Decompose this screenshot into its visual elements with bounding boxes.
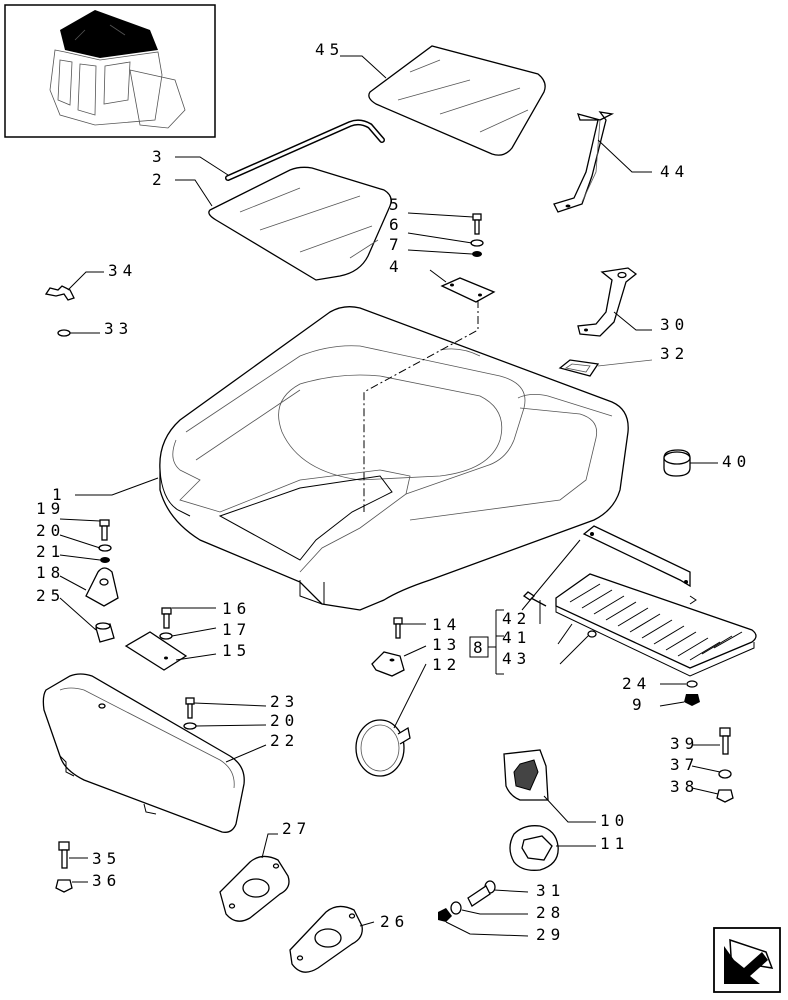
part-15-plate bbox=[124, 631, 188, 671]
part-16-screw bbox=[161, 607, 172, 629]
part-39-screw bbox=[719, 727, 731, 755]
callout-14: 14 bbox=[432, 615, 461, 634]
callout-6: 6 bbox=[389, 215, 404, 234]
callout-30: 30 bbox=[660, 315, 689, 334]
part-23-screw bbox=[185, 697, 195, 719]
part-28-washer bbox=[450, 901, 462, 915]
part-6-washer bbox=[470, 239, 484, 247]
part-4-bracket bbox=[440, 277, 496, 303]
part-35-screw bbox=[58, 841, 70, 869]
part-18-bracket bbox=[85, 567, 119, 607]
part-34-clip bbox=[44, 285, 75, 301]
callout-12: 12 bbox=[432, 655, 461, 674]
part-13-bracket bbox=[371, 651, 405, 677]
callout-31: 31 bbox=[536, 881, 565, 900]
callout-41: 41 bbox=[502, 628, 531, 647]
callout-27: 27 bbox=[282, 819, 311, 838]
part-20-washer-b bbox=[183, 722, 197, 730]
callout-2: 2 bbox=[152, 170, 167, 189]
part-9-nut bbox=[684, 694, 700, 706]
callout-17: 17 bbox=[222, 620, 251, 639]
part-38-nut bbox=[716, 789, 734, 803]
part-12-hose-clamp bbox=[355, 719, 411, 777]
callout-18: 18 bbox=[36, 563, 65, 582]
part-29-nut bbox=[438, 908, 452, 922]
callout-28: 28 bbox=[536, 903, 565, 922]
callout-22: 22 bbox=[270, 731, 299, 750]
callout-21: 21 bbox=[36, 542, 65, 561]
callout-20-right: 20 bbox=[270, 711, 299, 730]
part-30-bracket bbox=[577, 267, 638, 337]
callout-11: 11 bbox=[600, 834, 629, 853]
part-36-nut bbox=[55, 879, 73, 893]
callout-7: 7 bbox=[389, 235, 404, 254]
part-33-washer bbox=[57, 329, 71, 337]
callout-10: 10 bbox=[600, 811, 629, 830]
callout-3: 3 bbox=[152, 147, 167, 166]
part-11-grommet bbox=[509, 825, 559, 871]
part-32-pad bbox=[558, 359, 600, 377]
part-31-screw bbox=[467, 880, 496, 907]
callout-34: 34 bbox=[108, 261, 137, 280]
callout-26: 26 bbox=[380, 912, 409, 931]
callout-38: 38 bbox=[670, 777, 699, 796]
part-42-screw bbox=[522, 591, 547, 607]
callout-24: 24 bbox=[622, 674, 651, 693]
callout-35: 35 bbox=[92, 849, 121, 868]
callout-1: 1 bbox=[52, 485, 67, 504]
callout-37: 37 bbox=[670, 755, 699, 774]
callout-5: 5 bbox=[389, 195, 404, 214]
callout-16: 16 bbox=[222, 599, 251, 618]
callout-15: 15 bbox=[222, 641, 251, 660]
callout-9: 9 bbox=[632, 695, 647, 714]
part-24-washer bbox=[686, 680, 698, 688]
part-41-step-grate bbox=[555, 525, 757, 677]
callout-33: 33 bbox=[104, 319, 133, 338]
part-25-spacer bbox=[95, 622, 115, 643]
callout-40: 40 bbox=[722, 452, 751, 471]
callout-13: 13 bbox=[432, 635, 461, 654]
callout-20-left: 20 bbox=[36, 521, 65, 540]
callout-23: 23 bbox=[270, 692, 299, 711]
callout-4: 4 bbox=[389, 257, 404, 276]
part-45-rear-glass bbox=[368, 45, 546, 156]
tractor-cab-roof-thumbnail-icon[interactable] bbox=[4, 4, 216, 138]
part-37-washer bbox=[718, 769, 732, 779]
part-43-washer bbox=[587, 630, 597, 638]
part-21-nut bbox=[100, 557, 110, 563]
part-5-screw bbox=[472, 213, 482, 235]
callout-29: 29 bbox=[536, 925, 565, 944]
part-1-roof-shell bbox=[159, 306, 629, 611]
callout-43: 43 bbox=[502, 649, 531, 668]
part-10-gasket bbox=[503, 749, 549, 801]
part-2-front-glass bbox=[208, 166, 392, 281]
callout-32: 32 bbox=[660, 344, 689, 363]
callout-44: 44 bbox=[660, 162, 689, 181]
callout-19: 19 bbox=[36, 499, 65, 518]
callout-25: 25 bbox=[36, 586, 65, 605]
part-14-screw bbox=[393, 617, 403, 639]
callout-36: 36 bbox=[92, 871, 121, 890]
callout-42: 42 bbox=[502, 609, 531, 628]
part-40-plug bbox=[663, 449, 691, 477]
part-26-flange-gasket bbox=[289, 905, 363, 973]
part-22-front-trim bbox=[42, 673, 245, 833]
part-44-bracket bbox=[553, 111, 615, 213]
part-19-screw bbox=[99, 519, 110, 541]
callout-8: 8 bbox=[473, 638, 488, 657]
callout-45: 45 bbox=[315, 40, 344, 59]
part-17-washer bbox=[159, 632, 173, 640]
next-page-arrow-icon[interactable] bbox=[713, 927, 781, 993]
part-27-flange-gasket bbox=[219, 855, 290, 922]
callout-39: 39 bbox=[670, 734, 699, 753]
part-7-nut bbox=[472, 251, 482, 257]
part-20-washer bbox=[98, 544, 112, 552]
